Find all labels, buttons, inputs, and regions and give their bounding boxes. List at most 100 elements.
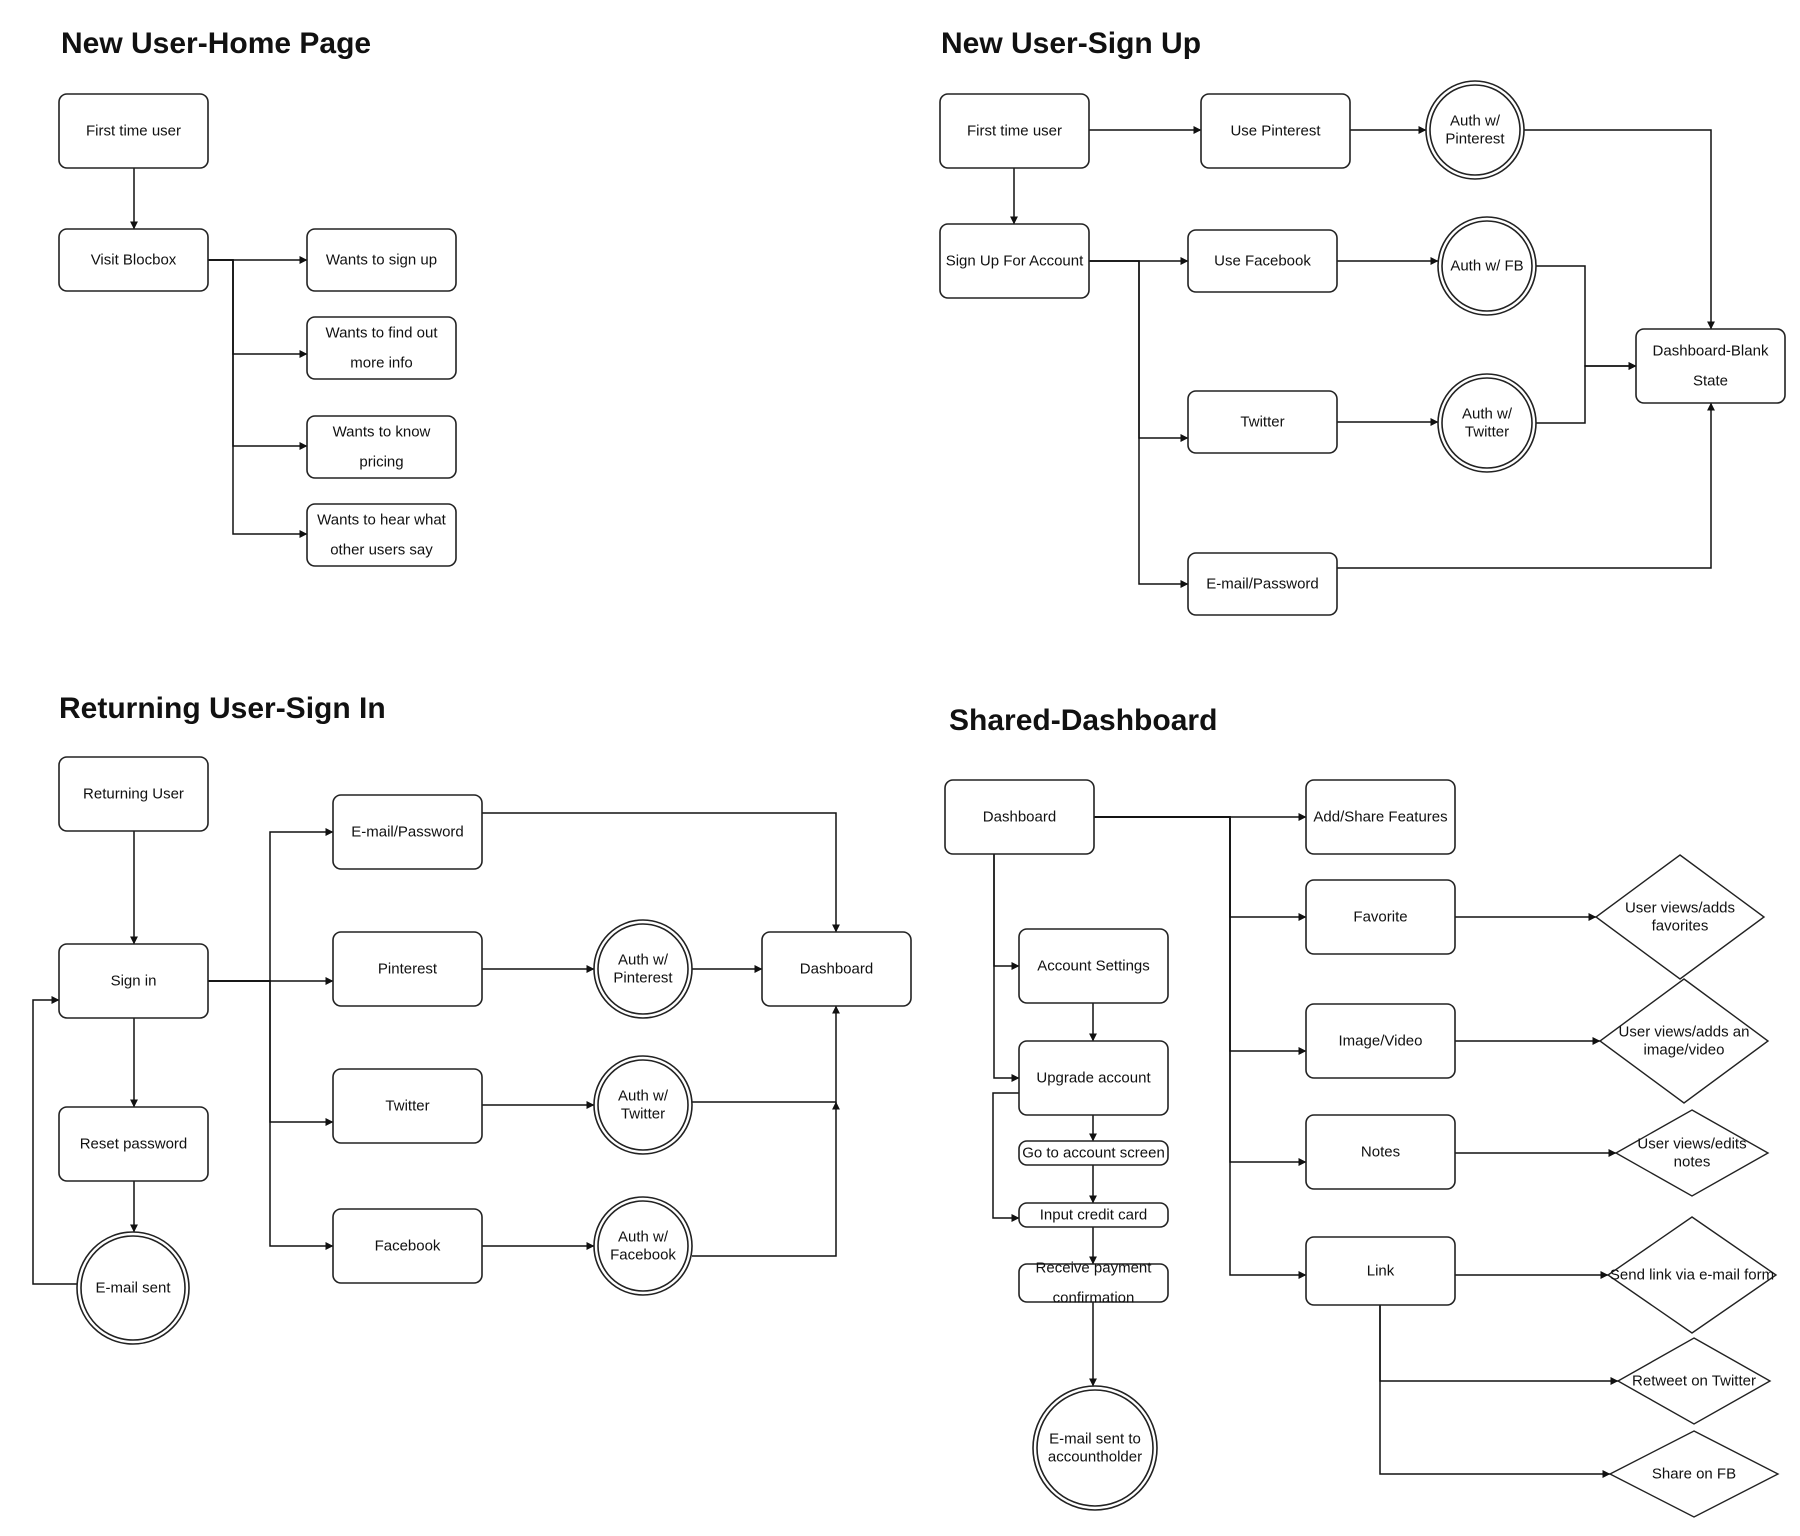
- process-box: [306, 503, 457, 567]
- edge-s10-to-s9: [1337, 402, 1715, 569]
- process-box: [58, 228, 209, 292]
- process-box: [939, 93, 1090, 169]
- node-label: Go to account screen: [1022, 1145, 1165, 1162]
- edge-r2-to-r5: [208, 828, 334, 982]
- process-box: [944, 779, 1095, 855]
- node-s7: Twitter: [1187, 390, 1338, 454]
- process-box: [761, 931, 912, 1007]
- node-label: other users say: [330, 542, 433, 559]
- node-label: Receive payment: [1036, 1260, 1153, 1277]
- node-s1: First time user: [939, 93, 1090, 169]
- node-r9: Twitter: [332, 1068, 483, 1144]
- node-r7: Auth w/Pinterest: [593, 919, 693, 1019]
- node-r2: Sign in: [58, 943, 209, 1019]
- node-label: Notes: [1361, 1144, 1400, 1161]
- node-label: Auth w/: [618, 952, 669, 969]
- node-label: E-mail sent: [95, 1280, 171, 1297]
- node-label: Auth w/ FB: [1450, 258, 1523, 275]
- node-r12: Auth w/Facebook: [593, 1196, 693, 1296]
- edge-s6-to-s9: [1536, 265, 1637, 370]
- edge-r4-to-r2: [32, 996, 77, 1285]
- node-label: Image/Video: [1339, 1033, 1423, 1050]
- section-title-signup: New User-Sign Up: [941, 27, 1201, 60]
- edge-d1-to-d3: [993, 854, 1020, 1082]
- node-label: Twitter: [1240, 414, 1284, 431]
- node-r11: Facebook: [332, 1208, 483, 1284]
- process-box: [1187, 229, 1338, 293]
- node-r5: E-mail/Password: [332, 794, 483, 870]
- process-box: [1187, 552, 1338, 616]
- node-label: Dashboard: [983, 809, 1056, 826]
- process-box: [1018, 1202, 1169, 1228]
- node-label: Use Facebook: [1214, 253, 1311, 270]
- node-label: Auth w/: [1450, 113, 1501, 130]
- section-title-signin: Returning User-Sign In: [59, 692, 386, 725]
- node-h1: First time user: [58, 93, 209, 169]
- node-label: Auth w/: [618, 1229, 669, 1246]
- node-label: User views/adds an: [1619, 1024, 1750, 1041]
- node-label: E-mail sent to: [1049, 1431, 1141, 1448]
- node-label: Link: [1367, 1263, 1395, 1280]
- node-d5: Input credit card: [1018, 1202, 1169, 1228]
- node-label: First time user: [967, 123, 1062, 140]
- node-label: Wants to hear what: [317, 512, 447, 529]
- terminal-circle-inner: [1036, 1389, 1154, 1507]
- edge-r10-to-r8: [692, 1005, 840, 1103]
- node-s2: Use Pinterest: [1200, 93, 1351, 169]
- decision-diamond: [1606, 1216, 1778, 1334]
- node-label: State: [1693, 373, 1728, 390]
- node-label: Wants to sign up: [326, 252, 437, 269]
- process-box: [58, 756, 209, 832]
- terminal-circle-inner: [1429, 84, 1521, 176]
- edge-s4-to-s10: [1089, 260, 1189, 588]
- node-label: more info: [350, 355, 413, 372]
- node-label: Wants to find out: [325, 325, 438, 342]
- titles-layer: New User-Home Page New User-Sign Up Retu…: [59, 27, 1217, 737]
- terminal-circle-inner: [597, 923, 689, 1015]
- node-r4: E-mail sent: [76, 1231, 190, 1345]
- process-box: [1018, 928, 1169, 1004]
- process-box: [1635, 328, 1786, 404]
- terminal-circle-inner: [597, 1059, 689, 1151]
- node-label: Facebook: [610, 1247, 676, 1264]
- section-title-dashboard: Shared-Dashboard: [949, 704, 1217, 737]
- node-d9: Favorite: [1305, 879, 1456, 955]
- terminal-circle-inner: [80, 1235, 186, 1341]
- edge-d1-to-d2: [993, 854, 1020, 970]
- node-label: Dashboard-Blank: [1653, 343, 1769, 360]
- node-r3: Reset password: [58, 1106, 209, 1182]
- node-label: First time user: [86, 123, 181, 140]
- node-label: Dashboard: [800, 961, 873, 978]
- edge-d15-to-d17: [1379, 1305, 1619, 1385]
- decision-diamond: [1616, 1337, 1772, 1425]
- process-box: [939, 223, 1090, 299]
- node-label: Visit Blocbox: [91, 252, 177, 269]
- process-box: [1200, 93, 1351, 169]
- node-d2: Account Settings: [1018, 928, 1169, 1004]
- node-label: Reset password: [80, 1136, 188, 1153]
- terminal-circle-inner: [1441, 220, 1533, 312]
- process-box: [332, 931, 483, 1007]
- node-label: Wants to know: [333, 424, 431, 441]
- node-label: Auth w/: [1462, 406, 1513, 423]
- node-label: Use Pinterest: [1230, 123, 1321, 140]
- node-label: E-mail/Password: [351, 824, 464, 841]
- process-box: [1305, 1114, 1456, 1190]
- node-r8: Dashboard: [761, 931, 912, 1007]
- process-box: [1018, 1140, 1169, 1166]
- terminal-circle-inner: [1441, 377, 1533, 469]
- process-box: [1187, 390, 1338, 454]
- node-d13: Notes: [1305, 1114, 1456, 1190]
- node-label: image/video: [1644, 1042, 1725, 1059]
- node-label: notes: [1674, 1154, 1711, 1171]
- edge-r2-to-r11: [208, 980, 334, 1250]
- edge-h2-to-h6: [208, 259, 308, 538]
- process-box: [332, 1068, 483, 1144]
- edge-d1-to-d15: [1094, 816, 1307, 1279]
- node-label: Facebook: [375, 1238, 441, 1255]
